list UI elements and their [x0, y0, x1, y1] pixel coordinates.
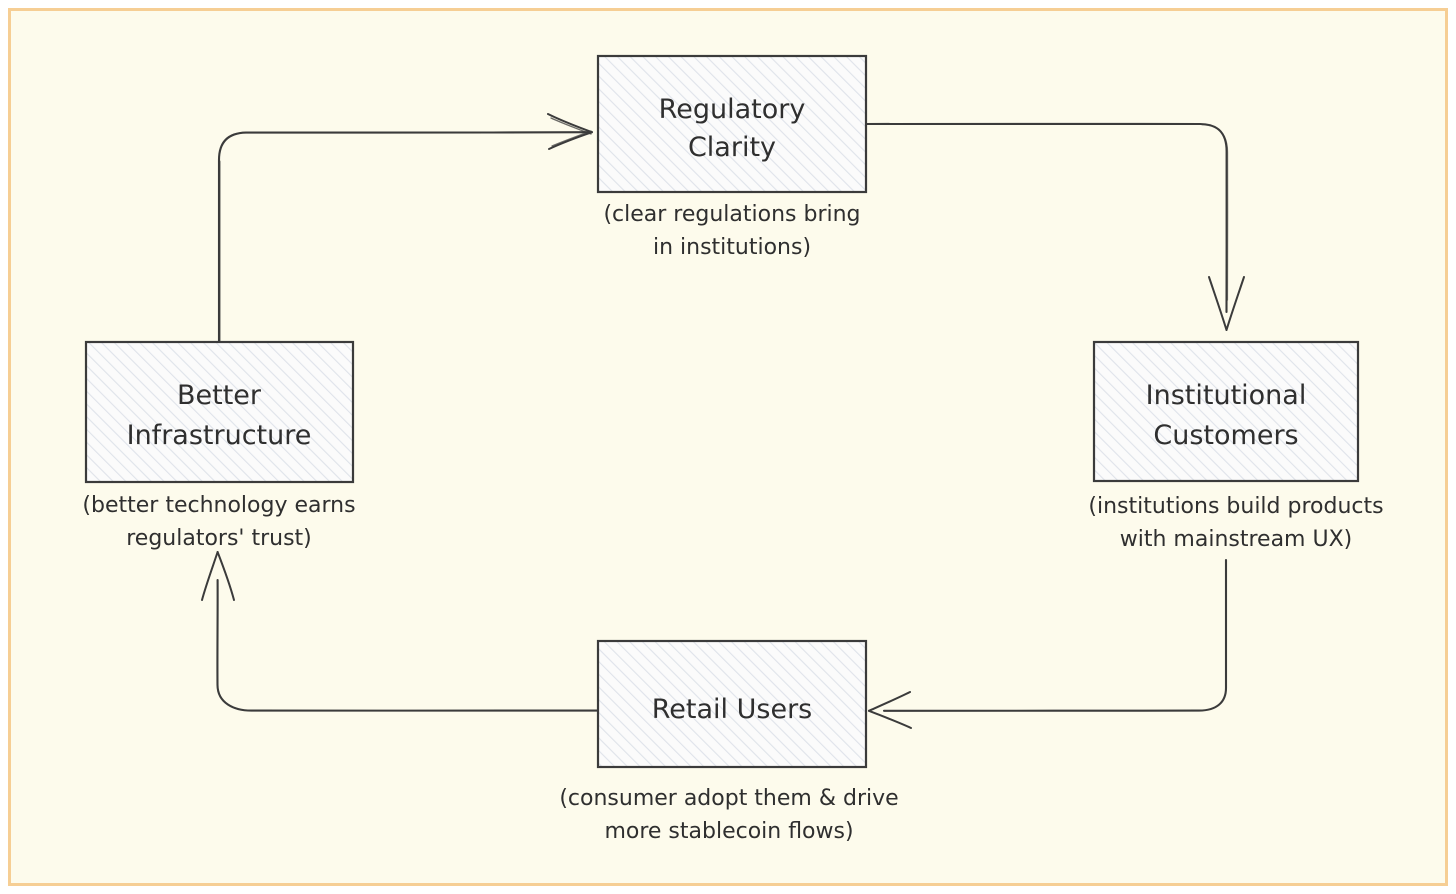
- edge-infrastructure-to-regulatory: [217, 113, 593, 344]
- edge-institutional-to-retail: [868, 558, 1228, 729]
- node-caption-better-infrastructure-line1: (better technology earns: [82, 493, 355, 518]
- node-box-institutional-customers[interactable]: [1092, 340, 1360, 483]
- edge-retail-to-infrastructure: [201, 551, 600, 712]
- node-label-institutional-customers-line1: Institutional: [1146, 380, 1307, 411]
- node-institutional-customers[interactable]: Institutional Customers (institutions bu…: [1088, 340, 1384, 552]
- node-caption-retail-users-line1: (consumer adopt them & drive: [559, 786, 898, 811]
- node-caption-institutional-customers-line1: (institutions build products: [1088, 494, 1383, 519]
- node-regulatory-clarity[interactable]: Regulatory Clarity (clear regulations br…: [596, 54, 868, 260]
- node-caption-better-infrastructure-line2: regulators' trust): [126, 526, 312, 551]
- node-label-institutional-customers-line2: Customers: [1153, 420, 1298, 451]
- edge-layer: [201, 113, 1245, 729]
- node-better-infrastructure[interactable]: Better Infrastructure (better technology…: [82, 340, 356, 551]
- node-box-better-infrastructure[interactable]: [84, 340, 355, 484]
- node-caption-regulatory-clarity-line1: (clear regulations bring: [603, 202, 860, 227]
- node-label-retail-users-line1: Retail Users: [652, 694, 812, 725]
- node-box-regulatory-clarity[interactable]: [596, 54, 868, 194]
- node-caption-regulatory-clarity-line2: in institutions): [653, 235, 811, 260]
- node-retail-users[interactable]: Retail Users (consumer adopt them & driv…: [559, 639, 899, 844]
- node-caption-retail-users-line2: more stablecoin flows): [604, 819, 853, 844]
- node-label-regulatory-clarity-line2: Clarity: [688, 132, 776, 163]
- node-label-better-infrastructure-line1: Better: [177, 380, 262, 411]
- node-box-retail-users[interactable]: [596, 639, 868, 769]
- edge-regulatory-to-institutional: [864, 122, 1245, 331]
- node-label-better-infrastructure-line2: Infrastructure: [127, 420, 312, 451]
- node-caption-institutional-customers-line2: with mainstream UX): [1120, 527, 1352, 552]
- node-label-regulatory-clarity-line1: Regulatory: [659, 94, 806, 125]
